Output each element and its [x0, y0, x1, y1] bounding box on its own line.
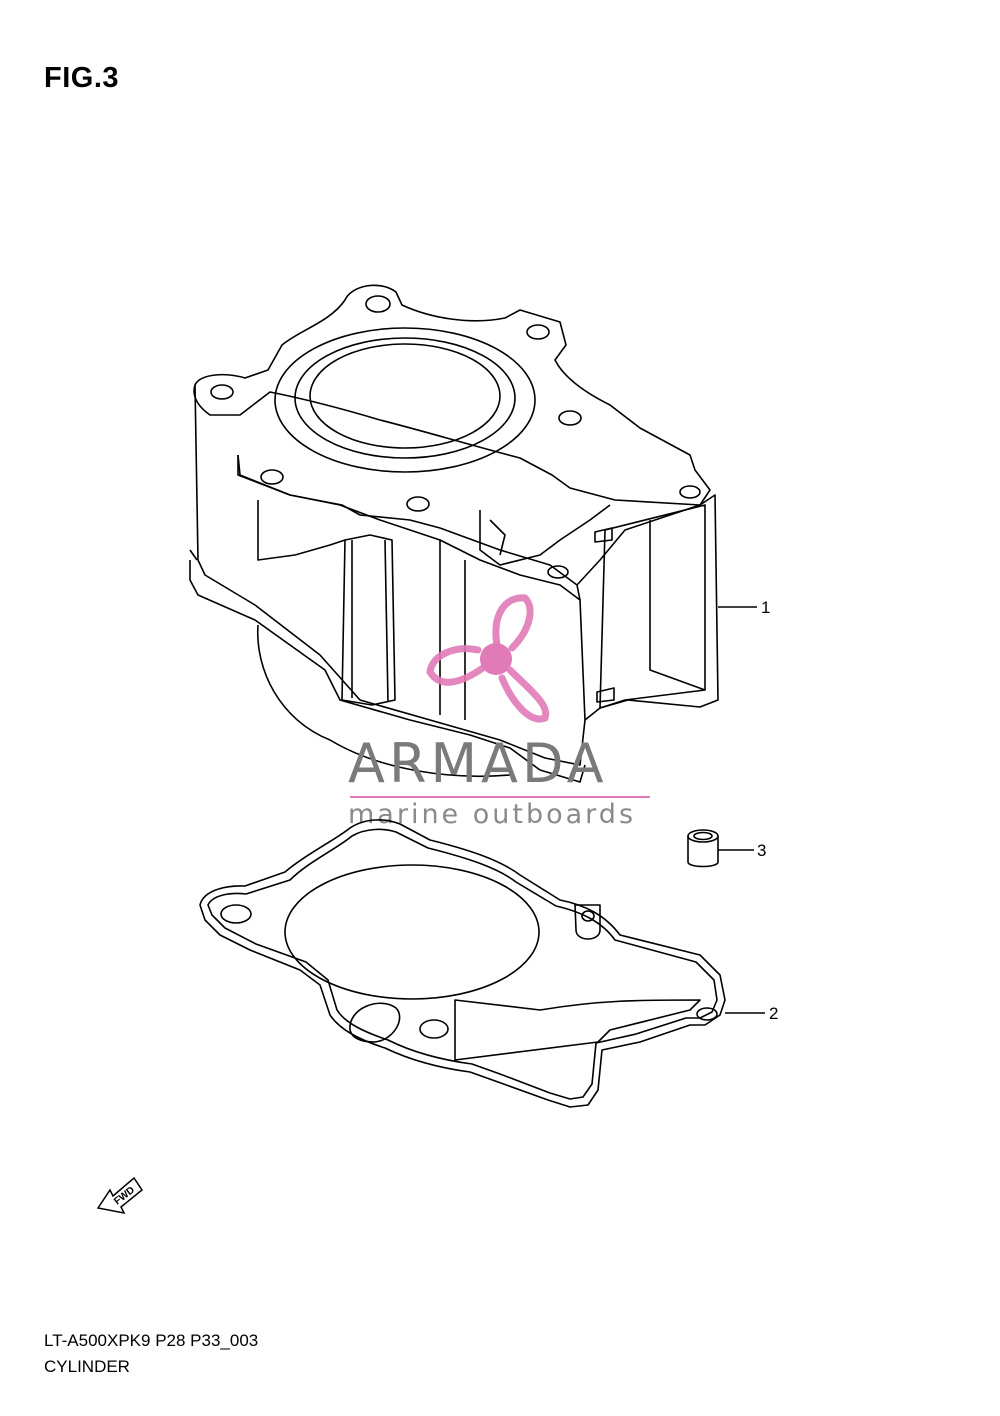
watermark-tagline: marine outboards: [348, 799, 636, 830]
armada-watermark: ARMADA marine outboards: [348, 594, 650, 830]
figure-title: FIG.3: [44, 62, 120, 94]
dowel-pin-part: [687, 829, 719, 868]
callout-number-1: 1: [761, 598, 770, 617]
propeller-logo-icon: [426, 594, 550, 723]
model-code: LT-A500XPK9 P28 P33_003: [44, 1331, 259, 1350]
callout-2: 2: [725, 1004, 778, 1023]
section-title: CYLINDER: [44, 1357, 130, 1376]
callout-1: 1: [718, 598, 770, 617]
callout-number-2: 2: [769, 1004, 778, 1023]
callout-number-3: 3: [757, 841, 766, 860]
cylinder-part: [189, 284, 719, 783]
watermark-brand: ARMADA: [348, 732, 608, 795]
propeller-hub-icon: [480, 643, 512, 675]
fwd-arrow-icon: FWD: [96, 1176, 144, 1215]
callout-3: 3: [718, 841, 766, 860]
gasket-part: [199, 819, 726, 1108]
